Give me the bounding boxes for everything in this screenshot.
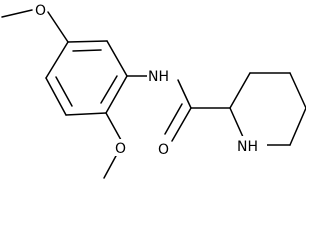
bond-ring-c4-c5 bbox=[105, 75, 128, 114]
atom-label-amide-oxygen: O bbox=[158, 142, 169, 158]
bond-carbonyl-o-1 bbox=[171, 107, 192, 142]
molecule-structure: O NH O O NH bbox=[1, 2, 306, 179]
bond-ring-o-bottom bbox=[105, 112, 122, 141]
bond-o-top-ring bbox=[47, 11, 69, 43]
bond-pip-c2-c3 bbox=[229, 72, 251, 109]
bonds bbox=[1, 9, 306, 179]
bond-ring-c3-c4 bbox=[65, 112, 107, 116]
bond-ring-c5-c6 bbox=[106, 40, 128, 77]
atom-label-amide-nitrogen: NH bbox=[148, 69, 169, 85]
bond-nh-carbonyl bbox=[177, 79, 192, 109]
atom-label-ring-nitrogen: NH bbox=[237, 139, 258, 155]
atom-label-methoxy-top-oxygen: O bbox=[35, 3, 46, 19]
bond-pip-n-c2 bbox=[229, 107, 244, 138]
atom-label-methoxy-bottom-oxygen: O bbox=[115, 141, 126, 157]
bond-pip-c4-c5 bbox=[289, 72, 306, 109]
bond-o-bottom-methyl bbox=[103, 153, 118, 179]
bond-carbonyl-o-2 bbox=[164, 103, 183, 135]
bond-ring-c1-c2 bbox=[45, 41, 69, 79]
atom-labels: O NH O O NH bbox=[33, 2, 267, 158]
bond-pip-c5-c6 bbox=[289, 107, 306, 146]
bond-ring-c6-c1 bbox=[67, 40, 108, 43]
bond-ring-c6-c1-double bbox=[72, 49, 102, 52]
bond-ring-c2-c3 bbox=[45, 77, 67, 116]
bond-methyl-o-top bbox=[1, 9, 33, 18]
bond-ring-c4-c5-double bbox=[100, 75, 118, 104]
bond-ring-c3-c3-double bbox=[55, 76, 73, 107]
